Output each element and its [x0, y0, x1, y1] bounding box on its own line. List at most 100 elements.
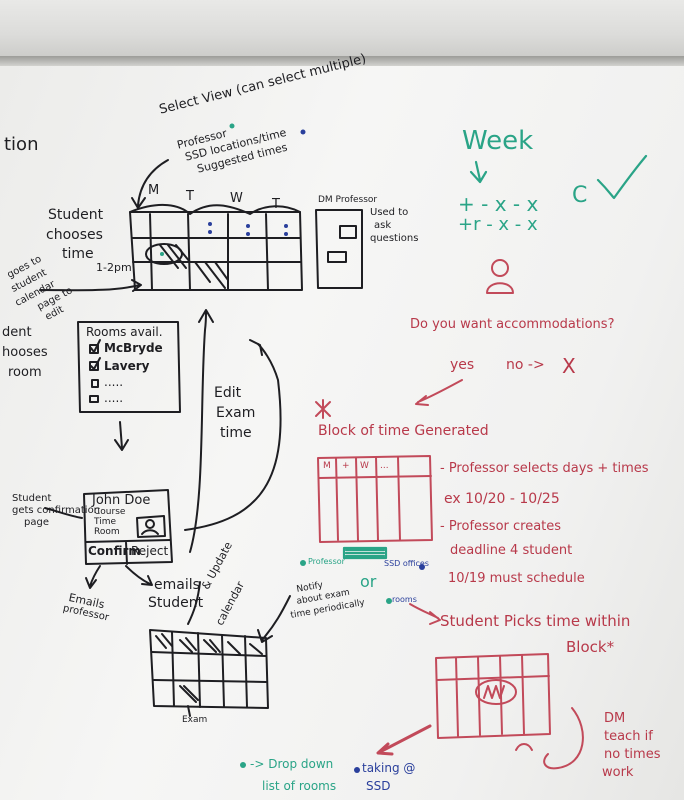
rooms-to-confirm-arrow	[114, 421, 129, 451]
emails-professor-arrow	[85, 565, 101, 589]
student-chooses-2: chooses	[46, 227, 103, 243]
dm-note-1: Used to	[370, 207, 409, 218]
accommodations-yes: yes	[450, 357, 475, 373]
accommodations-question: Do you want accommodations?	[410, 317, 615, 332]
dm-curved-arrow	[543, 707, 584, 770]
whiteboard-frame-edge	[0, 56, 684, 66]
student-chooses-3: time	[62, 246, 94, 262]
block-note-2: ex 10/20 - 10/25	[444, 491, 560, 507]
select-view-arrow	[131, 159, 169, 209]
room-placeholder-1: .....	[104, 375, 124, 389]
dropdown-note-2: list of rooms	[262, 779, 337, 793]
emails-student-arrow	[125, 565, 153, 586]
toggle-right-label: SSD offices	[384, 559, 429, 568]
block-header-plus: +	[342, 461, 350, 471]
day-header-m: M	[148, 183, 160, 198]
goes-to-calendar-arrow	[39, 279, 142, 292]
block-header-dots: ...	[380, 461, 389, 471]
blue-dot	[419, 564, 425, 570]
emails-student-1: emails	[154, 577, 200, 593]
rooms-panel-frame	[77, 321, 181, 413]
green-dot	[300, 560, 306, 566]
bottom-block-grid	[435, 653, 551, 739]
toggle-switch-drawing	[342, 546, 388, 560]
left-fragment-3: room	[8, 365, 42, 380]
fragment-tion: tion	[4, 134, 39, 155]
rooms-dot	[386, 598, 392, 604]
yes-arrow	[415, 379, 463, 406]
notify-arrow	[257, 595, 291, 643]
dropdown-note-1: -> Drop down	[250, 757, 334, 771]
time-label: 1-2pm	[96, 261, 132, 274]
confirmation-field-time: Time	[94, 517, 117, 527]
week-mark: C	[572, 183, 588, 208]
edit-exam-3: time	[220, 425, 252, 441]
block-note-3: - Professor creates	[440, 519, 562, 534]
confirmation-side-2: gets confirmation	[12, 505, 101, 516]
exam-label: Exam	[182, 715, 208, 725]
dm-teach-1: DM	[604, 711, 626, 726]
block-note-5: 10/19 must schedule	[448, 571, 585, 586]
bottom-calendar-frame	[149, 629, 269, 709]
student-picks-arrow	[409, 603, 441, 625]
block-header-w: W	[360, 461, 369, 471]
dm-note-2: ask	[374, 220, 392, 231]
whiteboard-surface	[0, 66, 684, 800]
dm-note-3: questions	[370, 233, 419, 244]
room-placeholder-2: .....	[104, 391, 124, 405]
edit-exam-arrow-right	[184, 343, 282, 531]
confirmation-name: John Doe	[92, 493, 151, 508]
rooms-panel-title: Rooms avail.	[86, 325, 163, 339]
student-picks-line1: Student Picks time within	[440, 612, 631, 630]
week-row-2: +r - x - x	[458, 214, 538, 235]
emails-student-2: Student	[148, 595, 204, 611]
day-header-w: W	[230, 191, 243, 206]
block-note-4: deadline 4 student	[450, 543, 573, 558]
dropdown-arrow	[376, 724, 432, 756]
schedule-grid	[129, 203, 303, 291]
toggle-left-label: Professor	[308, 557, 345, 566]
accommodations-x: X	[562, 354, 576, 378]
dm-teach-2: teach if	[604, 729, 653, 744]
dm-professor-box	[315, 209, 363, 289]
day-header-t2: T	[272, 197, 280, 212]
block-note-1: - Professor selects days + times	[440, 461, 649, 476]
confirmation-side-1: Student	[12, 493, 52, 504]
dm-professor-label: DM Professor	[318, 195, 378, 205]
dm-teach-3: no times	[604, 747, 661, 762]
taking-note-1: taking @	[362, 761, 416, 775]
student-chooses-1: Student	[48, 207, 104, 223]
block-header-m: M	[323, 461, 331, 471]
student-picks-line2: Block*	[566, 638, 615, 656]
taking-dot	[354, 767, 360, 773]
dm-teach-4: work	[602, 765, 634, 780]
block-time-grid	[317, 455, 433, 543]
professor-dot	[229, 123, 235, 129]
toggle-or: or	[360, 572, 377, 591]
toggle-rooms-label: rooms	[392, 595, 417, 604]
week-title: Week	[462, 126, 534, 156]
confirmation-field-course: Course	[94, 507, 126, 517]
taking-note-2: SSD	[366, 779, 391, 793]
block-generated-title: Block of time Generated	[318, 423, 489, 439]
confirm-button-sketch: Confirm	[88, 544, 141, 558]
left-fragment-2: hooses	[2, 345, 48, 360]
room-mcbryde: McBryde	[104, 341, 163, 355]
left-fragment-1: dent	[2, 325, 32, 340]
edit-exam-2: Exam	[216, 405, 256, 421]
asterisk-mark	[315, 399, 331, 419]
confirmation-side-3: page	[24, 517, 49, 528]
accommodations-no: no ->	[506, 357, 545, 373]
day-header-t1: T	[186, 189, 194, 204]
ssd-dot	[300, 129, 306, 135]
update-calendar-arrow	[187, 581, 201, 625]
whiteboard-rail	[0, 0, 684, 62]
reject-button-sketch: Reject	[131, 544, 169, 558]
person-icon	[486, 259, 514, 294]
confirmation-field-room: Room	[94, 527, 120, 537]
confirmation-box-frame	[83, 489, 173, 565]
edit-exam-1: Edit	[214, 385, 242, 401]
week-row-1: + - x - x	[458, 192, 539, 216]
room-lavery: Lavery	[104, 359, 150, 373]
